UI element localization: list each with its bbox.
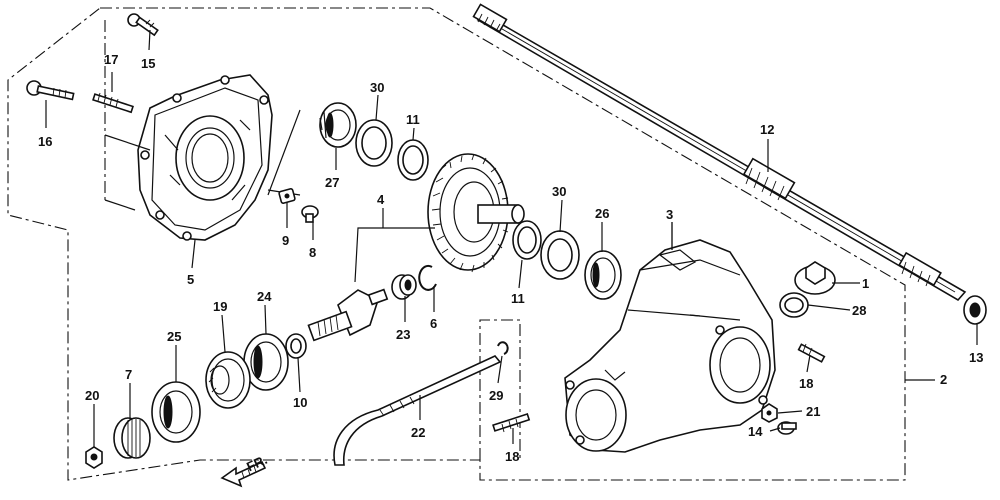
callout-23: 23 (396, 327, 410, 342)
shim-30-upper (355, 119, 393, 167)
washer-9 (278, 188, 296, 204)
callout-2: 2 (940, 372, 947, 387)
leader-lines (45, 29, 978, 447)
callout-18-lower: 18 (505, 449, 519, 464)
callout-21: 21 (806, 404, 820, 419)
oring-28 (779, 292, 809, 318)
bearing-race-19 (205, 351, 251, 409)
stud-17 (92, 92, 134, 114)
bolt-15 (127, 13, 159, 37)
nut-20 (85, 446, 103, 469)
nut-21 (761, 403, 778, 423)
callout-8: 8 (309, 245, 316, 260)
callout-12: 12 (760, 122, 774, 137)
callout-30-upper: 30 (370, 80, 384, 95)
front-direction-arrow: FR. (220, 452, 269, 488)
callout-22: 22 (411, 425, 425, 440)
stud-18-right (797, 343, 826, 363)
gear-case-cover (104, 74, 301, 241)
front-direction-label: FR. (244, 452, 269, 474)
breather-tube (333, 355, 502, 466)
callout-24: 24 (257, 289, 272, 304)
callout-18-right: 18 (799, 376, 813, 391)
bolt-14 (777, 421, 797, 435)
callout-3: 3 (666, 207, 673, 222)
washer-10 (285, 333, 307, 359)
callout-27: 27 (325, 175, 339, 190)
oring-11-lower (512, 220, 542, 260)
bolt-16 (26, 80, 75, 101)
shaft-spline-rear (898, 251, 942, 287)
callout-4: 4 (377, 192, 385, 207)
callout-11-upper: 11 (406, 112, 420, 127)
circlip-6 (418, 264, 437, 291)
callout-15: 15 (141, 56, 155, 71)
pinion-gear (307, 288, 389, 342)
callout-1: 1 (862, 276, 869, 291)
callout-6: 6 (430, 316, 437, 331)
callout-28: 28 (852, 303, 866, 318)
callout-7: 7 (125, 367, 132, 382)
callout-9: 9 (282, 233, 289, 248)
stud-18-lower (492, 413, 531, 433)
callout-26: 26 (595, 206, 609, 221)
callout-14: 14 (748, 424, 763, 439)
seal-26 (584, 250, 622, 300)
filler-cap-1 (794, 261, 836, 295)
drive-shaft (472, 3, 987, 325)
callout-30-lower: 30 (552, 184, 566, 199)
spacer-23 (391, 274, 417, 300)
callout-5: 5 (187, 272, 194, 287)
bearing-27 (319, 102, 357, 148)
callout-16: 16 (38, 134, 52, 149)
seal-25 (151, 381, 201, 443)
callout-17: 17 (104, 52, 118, 67)
callout-25: 25 (167, 329, 181, 344)
clip-29 (497, 341, 509, 355)
bolt-8 (301, 205, 319, 223)
gear-case (564, 222, 776, 453)
callout-10: 10 (293, 395, 307, 410)
callout-13: 13 (969, 350, 983, 365)
callout-20: 20 (85, 388, 99, 403)
oring-11-upper (397, 139, 429, 181)
callout-11-lower: 11 (511, 291, 525, 306)
callout-19: 19 (213, 299, 227, 314)
shaft-spline-front (472, 3, 508, 33)
shaft-spline-mid (742, 157, 796, 201)
callout-29: 29 (489, 388, 503, 403)
shim-30-lower (540, 230, 580, 280)
spline-coupling-7 (113, 417, 151, 459)
part-callouts: 1 2 3 4 5 6 7 8 9 10 11 11 12 13 14 15 1… (38, 52, 983, 464)
ring-gear (427, 153, 525, 273)
